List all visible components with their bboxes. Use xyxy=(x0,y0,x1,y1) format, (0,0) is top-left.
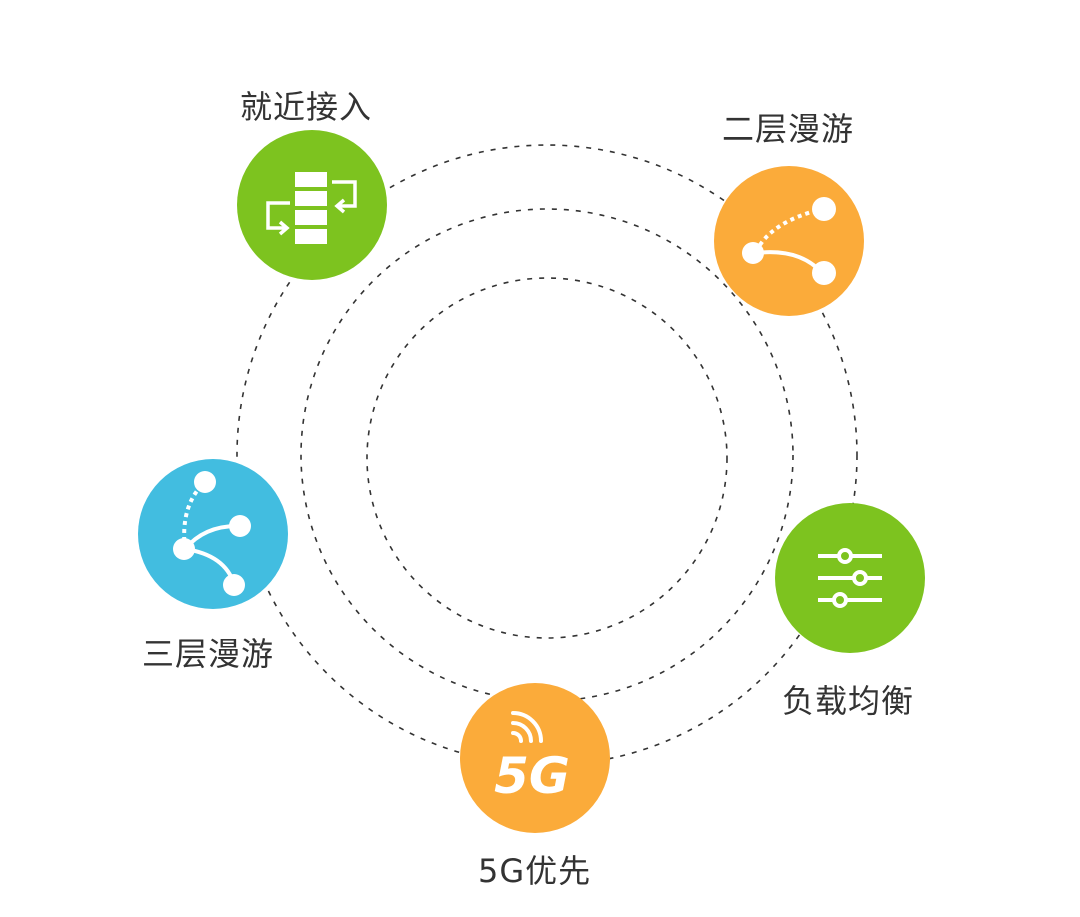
node-5g-priority-circle xyxy=(460,683,610,833)
label-l2-roaming: 二层漫游 xyxy=(722,110,855,148)
outer-ring xyxy=(236,144,858,766)
branch-roaming-icon xyxy=(173,471,251,596)
inner-ring xyxy=(366,277,728,639)
node-l3-roaming-circle xyxy=(138,459,288,609)
label-l3-roaming: 三层漫游 xyxy=(142,635,275,673)
sliders-icon xyxy=(818,548,882,608)
node-load-balance xyxy=(775,503,925,653)
middle-ring xyxy=(300,208,794,702)
node-nearby-access xyxy=(237,130,387,280)
5g-icon: 5G xyxy=(494,711,570,805)
node-l2-roaming xyxy=(714,166,864,316)
5g-icon-text: 5G xyxy=(494,747,570,805)
label-load-balance: 负载均衡 xyxy=(782,682,915,720)
label-5g-priority: 5G优先 xyxy=(478,852,592,890)
roaming-curve-icon xyxy=(742,197,836,285)
node-l2-roaming-circle xyxy=(714,166,864,316)
node-l3-roaming xyxy=(138,459,288,609)
list-arrows-icon xyxy=(266,172,357,244)
label-nearby-access: 就近接入 xyxy=(240,88,373,126)
node-5g-priority: 5G xyxy=(460,683,610,833)
